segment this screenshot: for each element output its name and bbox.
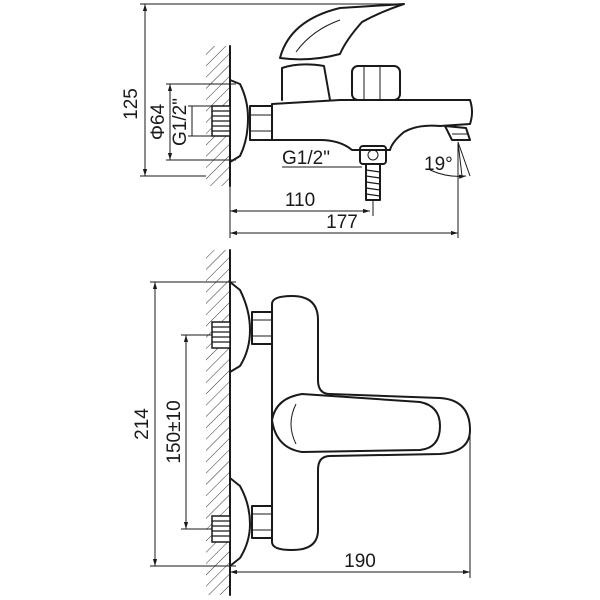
hex-nut-top	[249, 105, 273, 141]
dim-label-diameter: Φ64	[148, 103, 169, 140]
wall-flange-lower	[229, 477, 251, 567]
spout-tip	[444, 125, 471, 141]
dim-label-spacing: 150±10	[164, 400, 185, 463]
dim-label-angle: 19°	[424, 154, 453, 175]
lever-handle-side	[279, 3, 405, 61]
lever-handle-front	[271, 393, 441, 453]
inlet-thread-lower	[211, 515, 231, 543]
dim-label-177: 177	[326, 212, 358, 233]
inlet-thread-top	[211, 105, 231, 137]
diverter-knob	[351, 65, 401, 101]
dim-label-wall-thread: G1/2"	[170, 98, 191, 146]
dim-label-110: 110	[285, 190, 315, 211]
inlet-thread-upper	[211, 321, 231, 349]
wall-flange-upper	[229, 281, 251, 373]
wall-flange-top	[229, 79, 249, 163]
cartridge-top	[281, 63, 331, 101]
dim-label-214: 214	[132, 408, 153, 440]
outlet-nut	[359, 145, 387, 165]
wall-hatch-bottom	[206, 250, 230, 595]
front-view	[150, 249, 471, 596]
hex-nut-lower	[251, 505, 273, 539]
dim-label-190: 190	[344, 551, 376, 572]
side-view	[140, 3, 473, 238]
dim-label-outlet-thread: G1/2"	[282, 148, 330, 169]
dim-label-125: 125	[121, 88, 142, 120]
mixer-body-side	[271, 99, 473, 151]
hex-nut-upper	[251, 311, 273, 345]
hose-connector	[365, 163, 381, 201]
